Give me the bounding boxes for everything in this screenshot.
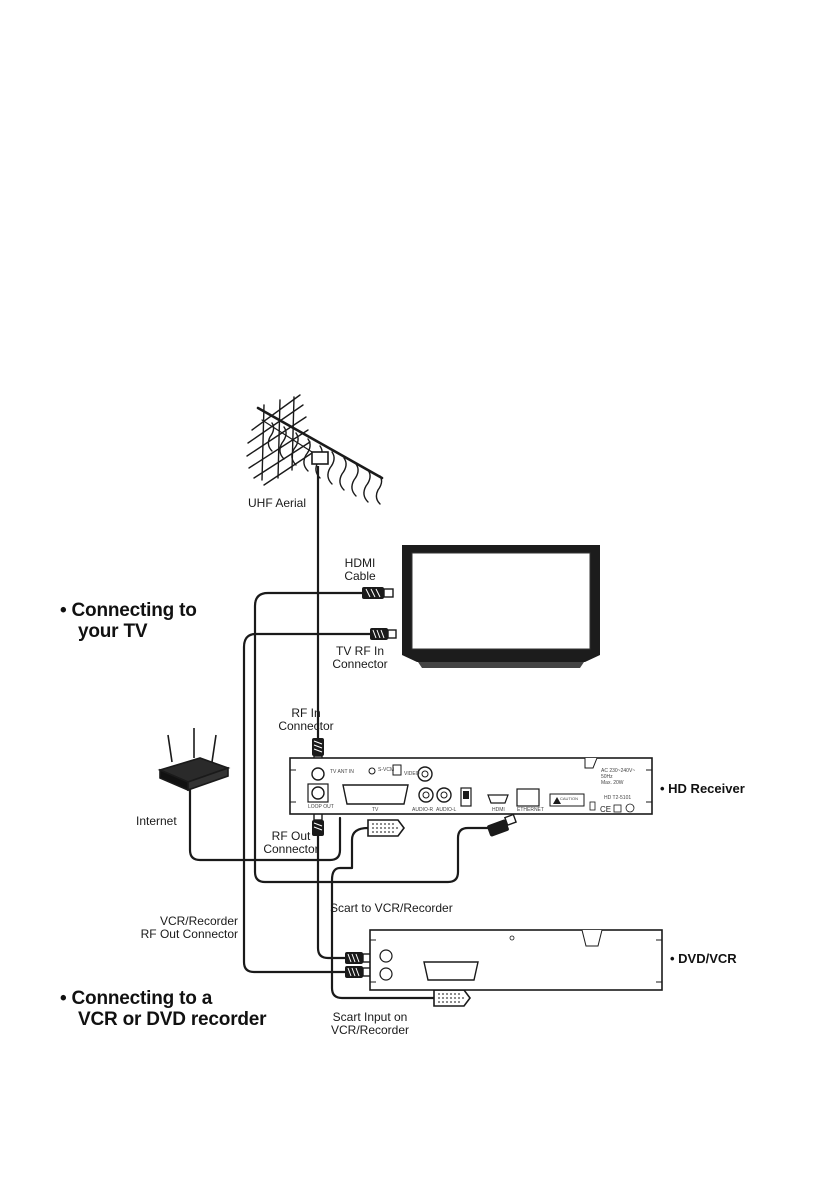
s-vcm-print: S-VCM xyxy=(378,767,395,773)
tv-icon xyxy=(402,545,600,668)
tv-scart-print: TV xyxy=(372,807,379,813)
scart-to-vcr-label: Scart to VCR/Recorder xyxy=(330,901,453,915)
hdmi-cable-label: HDMI Cable xyxy=(344,556,376,583)
hd-receiver-panel: CE xyxy=(289,757,653,815)
tv-ant-in-print: TV ANT IN xyxy=(330,769,354,775)
rf-out-cable xyxy=(316,824,357,960)
vcr-rf-plug-icon xyxy=(345,952,372,978)
hdmi-cable xyxy=(253,591,490,884)
tv-rf-plug-icon xyxy=(370,628,397,640)
rf-out-label: RF Out Connector xyxy=(263,829,319,856)
ethernet-print: ETHERNET xyxy=(517,807,544,813)
audio-l-print: AUDIO-L xyxy=(436,807,457,813)
rf-in-label: RF In Connector xyxy=(278,706,334,733)
scart-input-label: Scart Input on VCR/Recorder xyxy=(330,1010,410,1037)
uhf-aerial-icon xyxy=(246,394,384,505)
svg-text:CE: CE xyxy=(600,805,611,814)
dvd-vcr-panel xyxy=(369,929,663,991)
audio-r-print: AUDIO-R xyxy=(412,807,434,813)
scart-plug-icon xyxy=(367,819,405,837)
vcr-scart-plug-icon xyxy=(433,989,471,1007)
loop-out-print: LOOP OUT xyxy=(308,804,334,810)
tv-rf-in-label: TV RF In Connector xyxy=(332,644,388,671)
power-print: AC 230~240V~ 50Hz Max. 20W xyxy=(601,768,636,786)
video-print: VIDEO xyxy=(404,771,420,777)
tv-rf-cable xyxy=(242,632,372,974)
internet-label: Internet xyxy=(136,814,177,828)
rf-out-plug-icon xyxy=(312,811,324,836)
uhf-aerial-label: UHF Aerial xyxy=(248,496,307,510)
connecting-vcr-heading: • Connecting to a VCR or DVD recorder xyxy=(60,988,267,1030)
hdmi-print: HDMI xyxy=(492,807,505,813)
hdmi-plug-icon xyxy=(362,587,394,599)
connecting-tv-heading: • Connecting to your TV xyxy=(60,600,197,642)
vcr-rf-out-label: VCR/Recorder RF Out Connector xyxy=(140,914,238,941)
dvd-vcr-label: • DVD/VCR xyxy=(670,951,737,966)
hd-receiver-label: • HD Receiver xyxy=(660,781,745,796)
receiver-hdmi-plug-icon xyxy=(487,813,517,837)
scart-cable xyxy=(330,826,442,1000)
internet-cable xyxy=(188,783,342,862)
model-print: HD T2-5101 xyxy=(604,795,632,801)
router-icon xyxy=(157,728,231,792)
caution-print: CAUTION xyxy=(560,796,578,801)
